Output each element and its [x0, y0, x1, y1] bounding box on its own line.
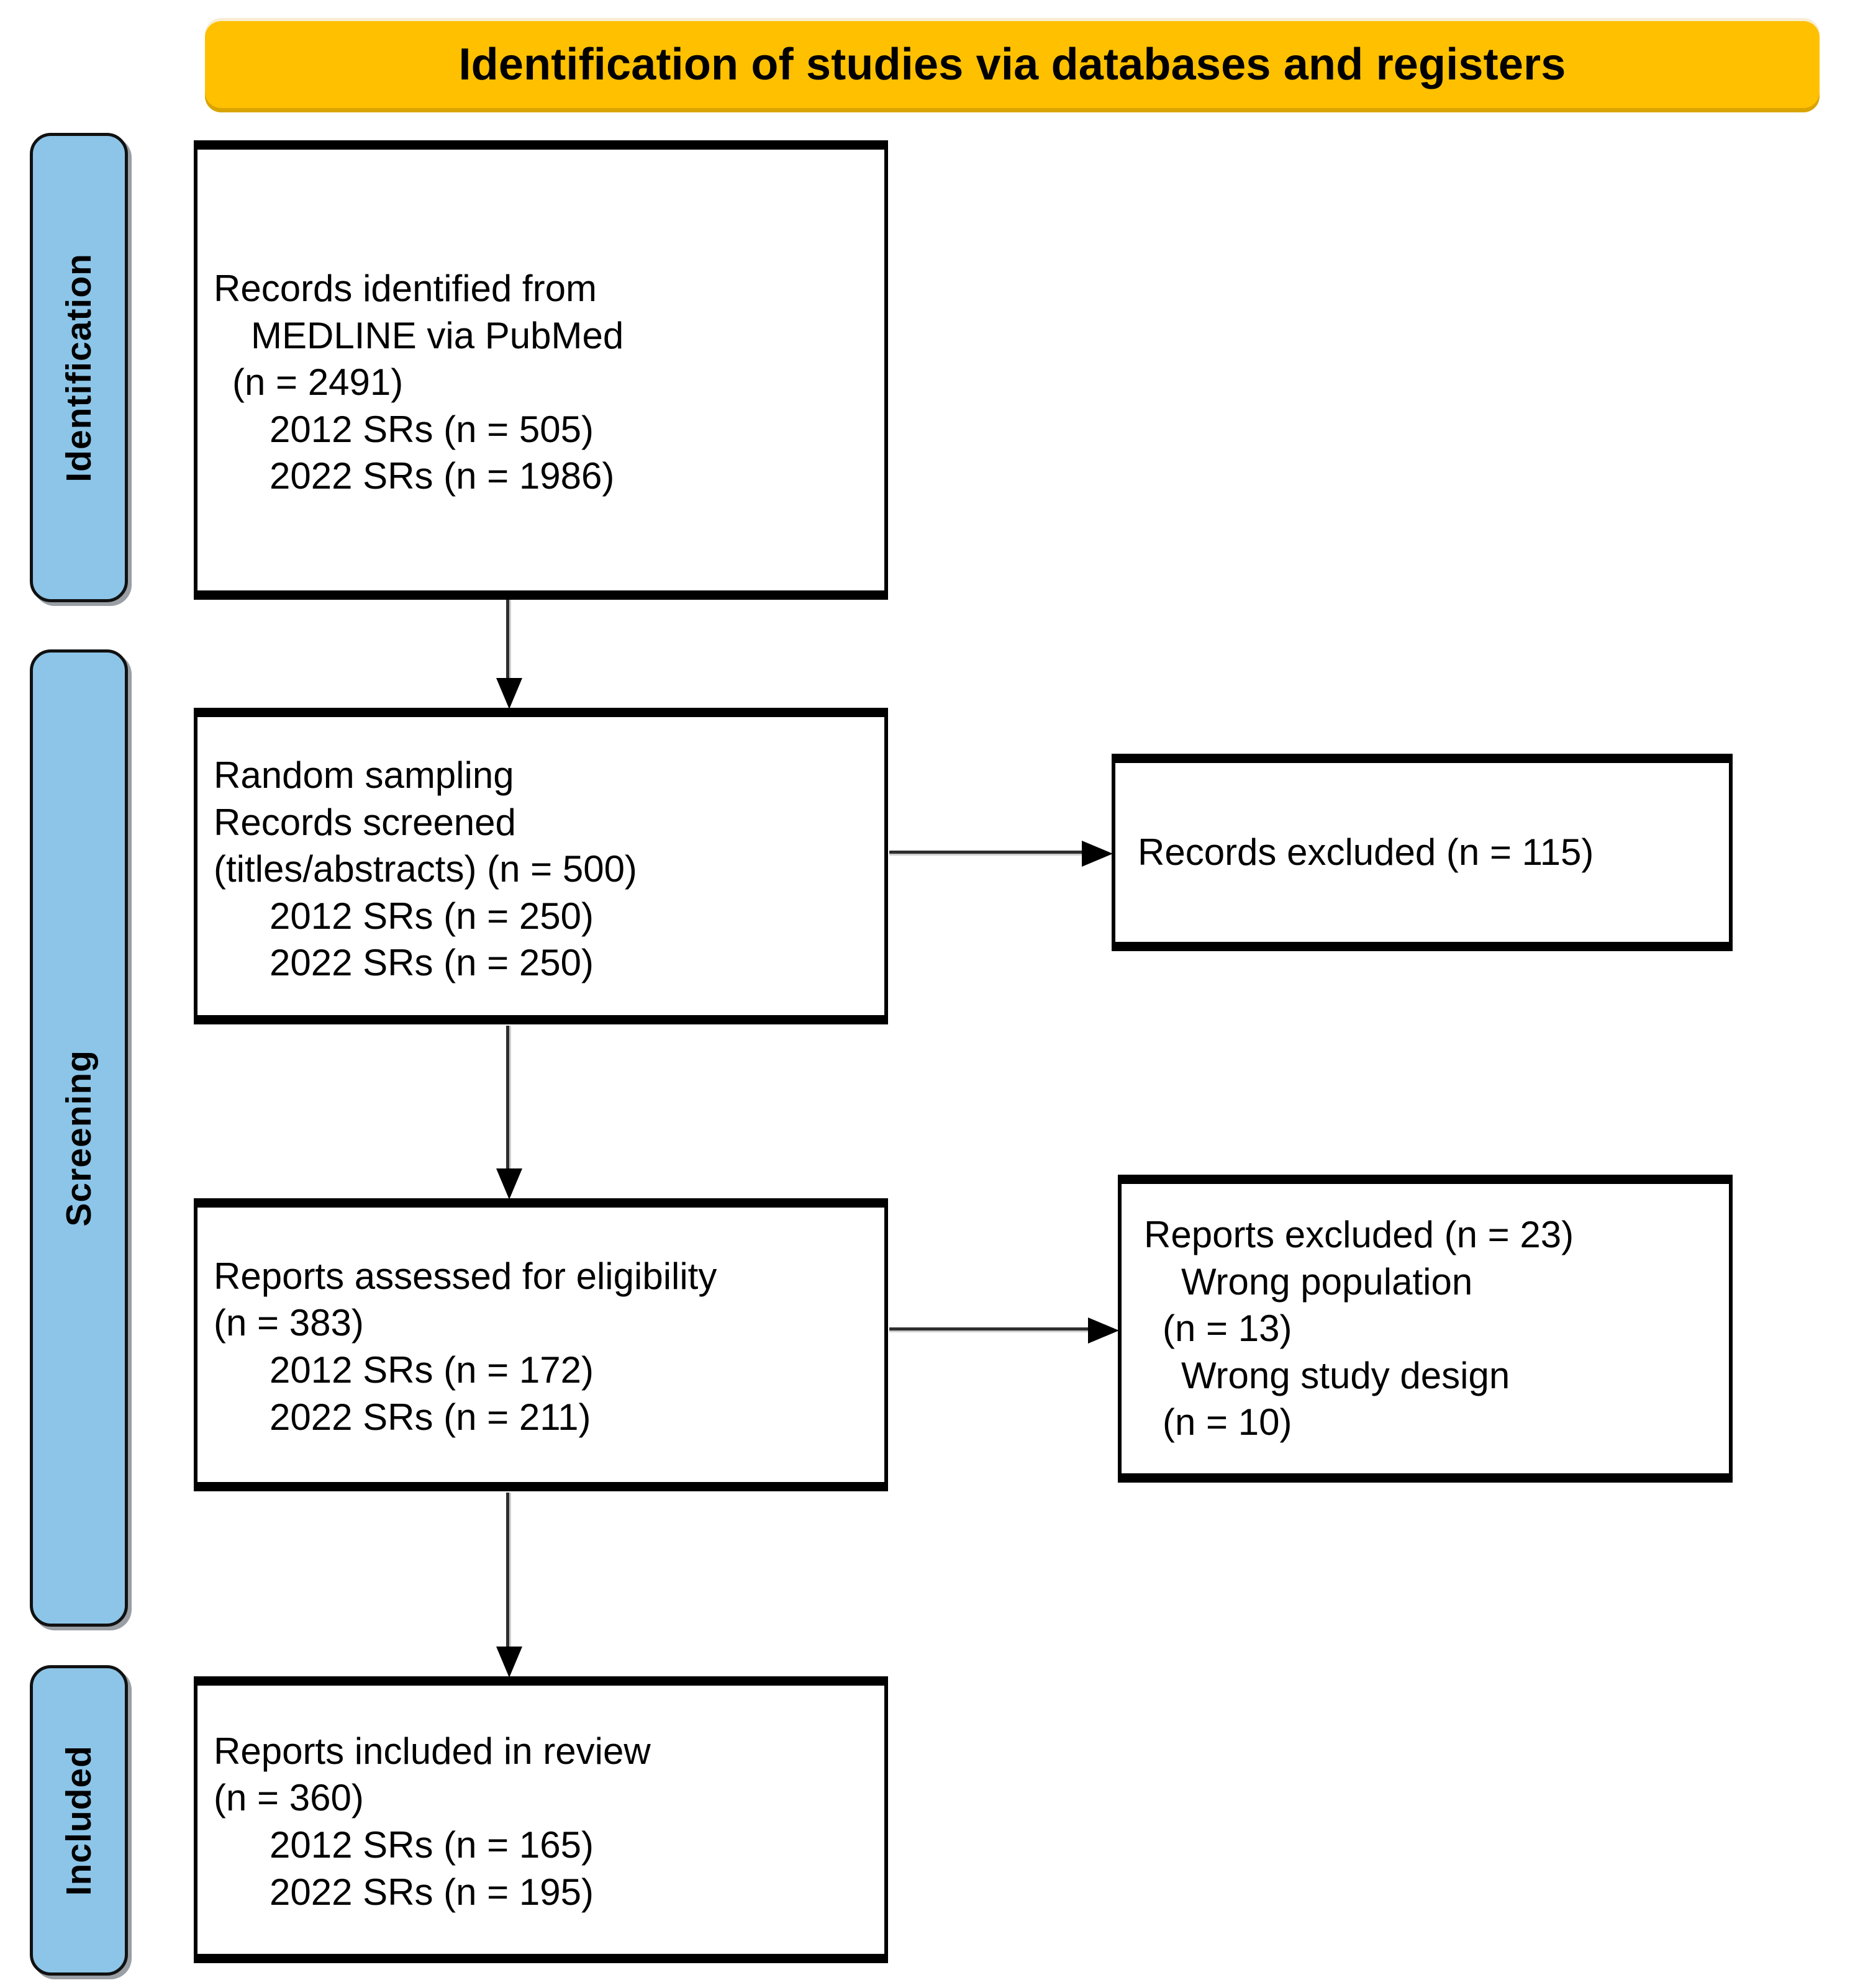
arrow-screened-to-records-excluded [889, 841, 1113, 867]
box-line: (n = 10) [1163, 1401, 1292, 1444]
diagram-title: Identification of studies via databases … [458, 40, 1566, 89]
box-line: Reports assessed for eligibility [214, 1255, 717, 1297]
arrow-shaft [889, 851, 1084, 854]
arrow-eligible-to-reports-excluded [889, 1317, 1119, 1344]
box-line: Random sampling [214, 754, 514, 797]
arrow-eligible-to-included [496, 1493, 522, 1678]
stage-label-screening: Screening [30, 649, 128, 1627]
stage-label-included: Included [30, 1665, 128, 1976]
arrow-shaft [889, 1327, 1091, 1331]
arrow-shaft [506, 1026, 509, 1171]
box-line: Wrong population [1181, 1260, 1473, 1303]
box-reports-included-in-review: Reports included in review (n = 360) 201… [194, 1676, 888, 1963]
box-line: (n = 2491) [232, 361, 404, 404]
box-line: 2012 SRs (n = 505) [270, 408, 594, 450]
diagram-header-banner: Identification of studies via databases … [205, 21, 1820, 108]
box-line: MEDLINE via PubMed [251, 314, 624, 356]
box-reports-assessed-for-eligibility: Reports assessed for eligibility (n = 38… [194, 1198, 888, 1491]
box-records-identified: Records identified from MEDLINE via PubM… [194, 140, 888, 600]
box-reports-excluded: Reports excluded (n = 23) Wrong populati… [1118, 1175, 1733, 1483]
arrow-head-down-icon [496, 1647, 522, 1678]
box-line: (n = 383) [214, 1302, 364, 1344]
box-line: 2012 SRs (n = 250) [270, 895, 594, 937]
box-line: 2022 SRs (n = 250) [270, 942, 594, 984]
box-line: (n = 13) [1163, 1308, 1292, 1350]
arrow-head-down-icon [496, 678, 522, 709]
arrow-screened-to-eligible [496, 1026, 522, 1200]
box-line: Records identified from [214, 268, 597, 310]
arrow-head-right-icon [1082, 841, 1113, 867]
arrow-head-down-icon [496, 1168, 522, 1200]
arrow-identified-to-screened [496, 600, 522, 709]
box-line: 2012 SRs (n = 165) [270, 1824, 594, 1866]
stage-identification-text: Identification [59, 253, 99, 482]
box-line: Records screened [214, 801, 516, 843]
box-line: Wrong study design [1181, 1354, 1510, 1396]
box-line: Reports excluded (n = 23) [1144, 1214, 1574, 1256]
box-line: Records excluded (n = 115) [1138, 831, 1594, 874]
stage-label-identification: Identification [30, 133, 128, 602]
arrow-shaft [506, 1493, 509, 1649]
box-line: (n = 360) [214, 1777, 364, 1819]
arrow-head-right-icon [1088, 1317, 1119, 1344]
box-line: 2012 SRs (n = 172) [270, 1349, 594, 1391]
box-line: 2022 SRs (n = 1986) [270, 455, 615, 497]
box-line: 2022 SRs (n = 211) [270, 1396, 591, 1438]
box-records-screened: Random sampling Records screened (titles… [194, 708, 888, 1024]
stage-screening-text: Screening [59, 1049, 99, 1227]
stage-included-text: Included [59, 1745, 99, 1896]
box-line: Reports included in review [214, 1730, 651, 1772]
box-line: 2022 SRs (n = 195) [270, 1871, 594, 1913]
arrow-shaft [506, 600, 509, 680]
box-records-excluded: Records excluded (n = 115) [1112, 754, 1733, 951]
box-line: (titles/abstracts) (n = 500) [214, 848, 637, 890]
